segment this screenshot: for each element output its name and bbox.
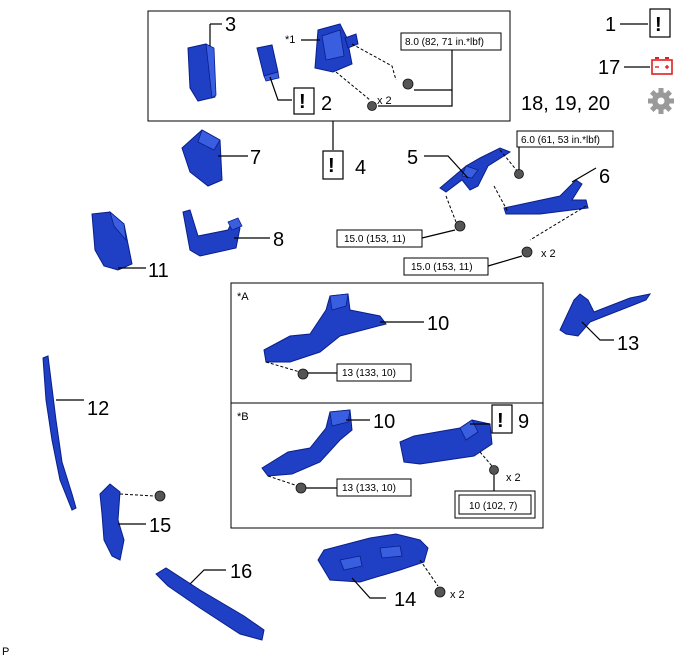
qty-4: x 2: [450, 589, 465, 601]
part-bracket-1-shape: [314, 23, 359, 73]
callout-starB: *B: [237, 411, 249, 423]
bolt-15a: [454, 220, 466, 232]
leader-torque-1: [414, 50, 453, 91]
torque-box-7-outer: [454, 490, 536, 519]
part-5-shape: [439, 147, 512, 193]
dash-15: [119, 493, 155, 497]
callout-star1: *1: [285, 34, 295, 46]
bolt-8: [402, 78, 414, 90]
bolt-10a: [297, 368, 309, 380]
torque-box-1: [400, 32, 502, 51]
battery-icon: [651, 57, 673, 75]
bolt-6: [514, 169, 524, 179]
part-2-shape: [256, 44, 280, 82]
part-6-shape: [503, 179, 589, 215]
torque-1: 8.0 (82, 71 in.*lbf): [405, 37, 484, 48]
callout-starA: *A: [237, 291, 249, 303]
label-14: 14: [394, 589, 416, 611]
torque-2: 6.0 (61, 53 in.*lbf): [521, 135, 600, 146]
leader-6: [571, 167, 597, 183]
label-3: 3: [225, 14, 236, 36]
leader-torque-3: [421, 229, 456, 239]
label-10b: 10: [373, 411, 395, 433]
part-8-shape: [182, 209, 243, 257]
torque-3: 15.0 (153, 11): [344, 234, 406, 245]
dash-9: [479, 451, 493, 467]
part-15-shape: [99, 483, 125, 561]
dash-6a: [493, 185, 509, 213]
caution-box-4: [322, 150, 344, 180]
caution-box-2: [293, 87, 315, 115]
dash-14: [419, 559, 439, 587]
label-12: 12: [87, 398, 109, 420]
leader-torque-4: [487, 255, 523, 267]
torque-box-7: [458, 494, 532, 515]
torque-6: 13 (133, 10): [342, 483, 396, 494]
label-9: 9: [518, 411, 529, 433]
leader-2: [269, 76, 292, 101]
leader-torque-1b: [378, 90, 453, 107]
leader-16: [189, 569, 226, 585]
dash-10b: [267, 475, 299, 487]
dash-5-bolt-left: [445, 195, 457, 223]
part-14-shape: [317, 533, 429, 583]
qty-3: x 2: [506, 472, 521, 484]
caution-icon-9: !: [497, 410, 504, 432]
label-1: 1: [605, 14, 616, 36]
torque-7: 10 (102, 7): [469, 501, 517, 512]
torque-4: 15.0 (153, 11): [411, 262, 473, 273]
part-10a-shape: [263, 293, 387, 363]
label-17: 17: [598, 57, 620, 79]
dash-6b: [529, 205, 587, 241]
part-16-shape: [155, 567, 265, 641]
dash-bracket-bolt: [351, 43, 397, 81]
label-2: 2: [321, 93, 332, 115]
part-10b-shape: [261, 409, 353, 477]
label-10a: 10: [427, 313, 449, 335]
dash-bracket-nut: [335, 71, 371, 101]
label-8: 8: [273, 229, 284, 251]
label-15: 15: [149, 515, 171, 537]
label-16: 16: [230, 561, 252, 583]
label-13: 13: [617, 333, 639, 355]
leader-5: [424, 155, 469, 179]
bolt-10b: [295, 482, 307, 494]
variant-frame: [230, 282, 544, 529]
part-11-shape: [91, 210, 133, 271]
leader-14: [351, 577, 386, 599]
dash-10a: [265, 361, 301, 373]
label-5: 5: [407, 147, 418, 169]
part-9-shape: [399, 419, 493, 465]
top-group-frame: [147, 10, 511, 122]
label-6: 6: [599, 166, 610, 188]
part-3-shape: [187, 43, 217, 102]
part-13-shape: [559, 293, 652, 337]
bolt-9: [489, 465, 499, 475]
caution-icon-2: !: [299, 91, 306, 113]
label-7: 7: [250, 147, 261, 169]
caution-icon: !: [655, 14, 662, 36]
caution-box-1: [649, 8, 671, 38]
torque-box-3: [336, 229, 423, 248]
label-18-19-20: 18, 19, 20: [521, 93, 610, 115]
nut-15: [154, 490, 166, 502]
part-7-shape: [181, 129, 223, 187]
torque-box-2: [516, 130, 614, 148]
torque-5: 13 (133, 10): [342, 368, 396, 379]
torque-box-4: [403, 257, 489, 276]
caution-box-9: [491, 404, 513, 434]
label-4: 4: [355, 157, 366, 179]
bolt-15b: [521, 246, 533, 258]
qty-1: x 2: [377, 95, 392, 107]
part-12-shape: [42, 355, 77, 511]
gear-icon: [648, 88, 674, 114]
caution-icon-4: !: [328, 155, 335, 177]
leader-13: [581, 321, 614, 341]
bolt-14: [434, 586, 446, 598]
label-11: 11: [148, 260, 169, 282]
page-mark: P: [2, 646, 9, 658]
nut-8: [367, 101, 377, 111]
qty-2: x 2: [541, 248, 556, 260]
